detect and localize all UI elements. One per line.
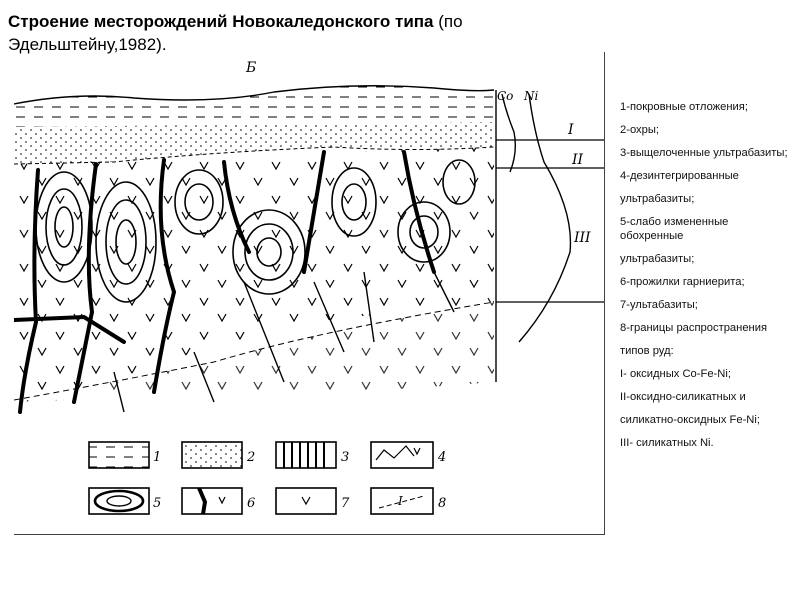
legend-num-7: 7	[341, 496, 350, 511]
legend-box-8-symbol: I	[397, 494, 403, 508]
legend-item-8b: типов руд:	[620, 345, 674, 357]
legend-item-type-1: I- оксидных Co-Fe-Ni;	[620, 368, 731, 380]
title-bold: Строение месторождений Новокаледонского …	[8, 12, 434, 31]
ochre-lower-boundary	[14, 146, 495, 165]
legend-num-6: 6	[247, 496, 255, 511]
legend-item-3: 3-выщелоченные ультрабазиты;	[620, 147, 788, 159]
legend-item-type-2: II-оксидно-силикатных и	[620, 391, 746, 403]
cover-deposits-layer	[14, 85, 494, 127]
legend-item-type-3: III- силикатных Ni.	[620, 437, 714, 449]
zone-label-2: II	[571, 152, 584, 168]
top-surface-line	[14, 85, 495, 105]
bedrock-zone	[14, 302, 494, 402]
legend-num-4: 4	[437, 450, 446, 465]
geologic-section-figure: Б Со Ni I II III	[14, 52, 605, 535]
ochre-layer	[14, 122, 494, 164]
legend-item-8: 8-границы распространения	[620, 322, 768, 334]
section-letter: Б	[245, 60, 256, 76]
legend-item-1: 1-покровные отложения;	[620, 101, 748, 113]
legend-num-5: 5	[153, 496, 161, 511]
zone-label-1: I	[567, 122, 574, 138]
legend-item-type-2b: силикатно-оксидных Fe-Ni;	[620, 414, 760, 426]
page-title: Строение месторождений Новокаледонского …	[8, 10, 608, 56]
legend-item-5: 5-слабо измененные обохренные	[620, 216, 729, 242]
cobalt-curve	[501, 93, 517, 173]
legend-item-7: 7-ультабазиты;	[620, 299, 698, 311]
header-co: Со	[497, 89, 513, 103]
geologic-section-drawing: Б Со Ni I II III	[14, 60, 604, 515]
header-ni: Ni	[523, 89, 539, 103]
title-normal: (по Эдельштейну,1982).	[8, 12, 463, 54]
legend-item-5b: ультрабазиты;	[620, 253, 695, 265]
legend-list: 1-покровные отложения; 2-охры; 3-выщелоч…	[620, 100, 792, 459]
legend-item-4b: ультрабазиты;	[620, 193, 695, 205]
legend-num-3: 3	[341, 450, 349, 465]
legend-item-6: 6-прожилки гарниерита;	[620, 276, 745, 288]
legend-boxes	[88, 441, 434, 515]
legend-num-2: 2	[246, 450, 255, 465]
legend-num-1: 1	[153, 450, 161, 465]
zone-label-3: III	[573, 230, 591, 246]
legend-item-2: 2-охры;	[620, 124, 660, 136]
legend-num-8: 8	[438, 496, 446, 511]
nickel-curve	[518, 93, 572, 343]
legend-item-4: 4-дезинтегрированные	[620, 170, 739, 182]
